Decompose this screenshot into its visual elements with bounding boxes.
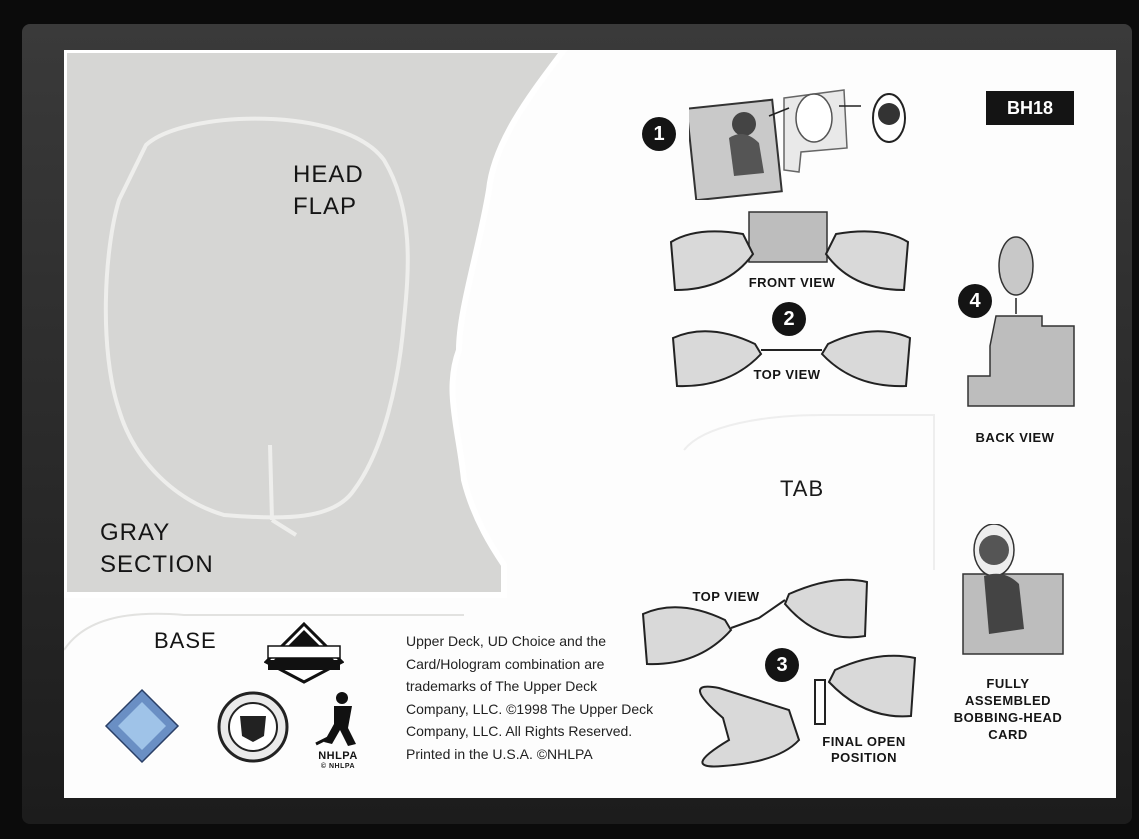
assembled-label-line2: ASSEMBLED <box>964 693 1052 708</box>
step-2-front-view-illustration <box>669 211 910 292</box>
legal-line: Company, LLC. All Rights Reserved. <box>406 723 633 739</box>
back-view-label: BACK VIEW <box>975 430 1055 445</box>
assembled-card-illustration <box>962 524 1064 655</box>
gray-section-label-line1: GRAY <box>100 519 171 546</box>
upper-deck-logo <box>264 622 344 684</box>
nhlpa-copyright-small: © NHLPA <box>320 763 356 770</box>
step-1-marker: 1 <box>642 117 676 151</box>
gray-section-shape <box>64 50 935 651</box>
step-4-back-view-illustration <box>967 236 1075 407</box>
hologram-icon <box>104 688 180 764</box>
final-open-label-line2: POSITION <box>830 750 898 765</box>
head-flap-label-line1: HEAD <box>293 161 364 188</box>
nhl-shield-icon <box>217 691 289 763</box>
front-view-label: FRONT VIEW <box>748 275 836 290</box>
legal-line: Card/Hologram combination are <box>406 655 605 672</box>
base-label: BASE <box>154 628 217 653</box>
legal-line: Printed in the U.S.A. ©NHLPA <box>406 745 593 762</box>
top-view-label-step2: TOP VIEW <box>753 367 821 382</box>
nhlpa-player-icon <box>315 692 356 746</box>
assembled-label-line1: FULLY <box>986 676 1030 691</box>
top-view-label-step3: TOP VIEW <box>692 589 760 604</box>
step-2-marker: 2 <box>772 302 806 336</box>
legal-text: Upper Deck, UD Choice and the Card/Holog… <box>406 630 666 765</box>
nhlpa-wordmark: NHLPA <box>318 750 358 762</box>
card-number-badge: BH18 <box>986 91 1074 125</box>
gray-section-label-line2: SECTION <box>100 551 214 578</box>
assembled-label-line3: BOBBING-HEAD <box>953 710 1063 725</box>
legal-line: Upper Deck, UD Choice and the <box>406 633 606 649</box>
step-3-marker: 3 <box>765 648 799 682</box>
tab-label: TAB <box>780 476 825 501</box>
assembled-label-line4: CARD <box>988 727 1028 742</box>
final-open-label-line1: FINAL OPEN <box>822 734 906 749</box>
head-flap-label-line2: FLAP <box>293 193 358 220</box>
legal-line: Company, LLC. ©1998 The Upper Deck <box>406 700 654 717</box>
step-1-illustration <box>689 89 906 200</box>
step-2-top-view-illustration <box>671 330 912 388</box>
step-4-marker: 4 <box>958 284 992 318</box>
trading-card: HEAD FLAP GRAY SECTION TAB BASE BH18 1 F… <box>64 50 1116 798</box>
step-3-illustration <box>641 578 917 768</box>
legal-line: trademarks of The Upper Deck <box>406 678 598 694</box>
